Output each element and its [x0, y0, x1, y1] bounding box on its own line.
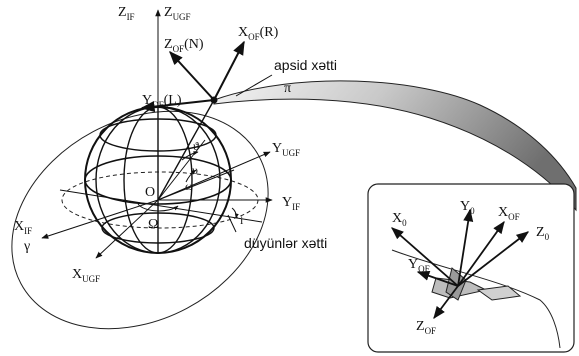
inset-z-of-label: ZOF — [416, 319, 436, 336]
satellite-point — [210, 96, 218, 104]
inset-y0-label: Y0 — [460, 199, 475, 216]
y-of-label: YOF(L) — [142, 93, 182, 110]
node-leader — [227, 214, 237, 233]
orbital-frame — [140, 40, 245, 113]
inset-x0-label: X0 — [392, 211, 407, 228]
nu-label: υ — [192, 163, 198, 177]
x-if-label: XIF — [14, 219, 32, 236]
origin-label: O — [145, 185, 155, 200]
z-of-label: ZOF(N) — [164, 37, 204, 54]
orbit-band — [213, 80, 577, 212]
theta-label: ϑ — [193, 139, 199, 153]
angle-arcs — [137, 151, 239, 219]
omega-big-label: Ω — [148, 217, 158, 232]
y-if-label: YIF — [282, 195, 300, 212]
node-line-label: düyünlər xətti — [244, 235, 327, 251]
inset-z0-label: Z0 — [536, 225, 550, 242]
z-if-label: ZIF — [118, 5, 135, 22]
spacecraft — [431, 267, 522, 301]
y-ugf-label: YUGF — [272, 141, 300, 158]
orbit-ellipse — [11, 110, 269, 330]
apsid-leader — [235, 74, 273, 97]
gamma-label: γ — [23, 239, 30, 254]
pi-label: π — [284, 81, 291, 96]
inset-x-of-label: XOF — [498, 205, 520, 222]
omega-small-label: ω — [185, 179, 193, 193]
inclination-label: i — [240, 213, 244, 227]
x-ugf-label: XUGF — [72, 267, 100, 284]
inset-panel: X0 Y0 XOF Z0 YOF ZOF — [367, 183, 575, 353]
band-highlights — [362, 112, 395, 143]
axes — [41, 9, 273, 259]
z-ugf-label: ZUGF — [164, 5, 191, 22]
apsid-line-label: apsid xətti — [274, 57, 337, 73]
x-of-label: XOF(R) — [238, 25, 279, 42]
inset-y-of-label: YOF — [408, 257, 430, 274]
